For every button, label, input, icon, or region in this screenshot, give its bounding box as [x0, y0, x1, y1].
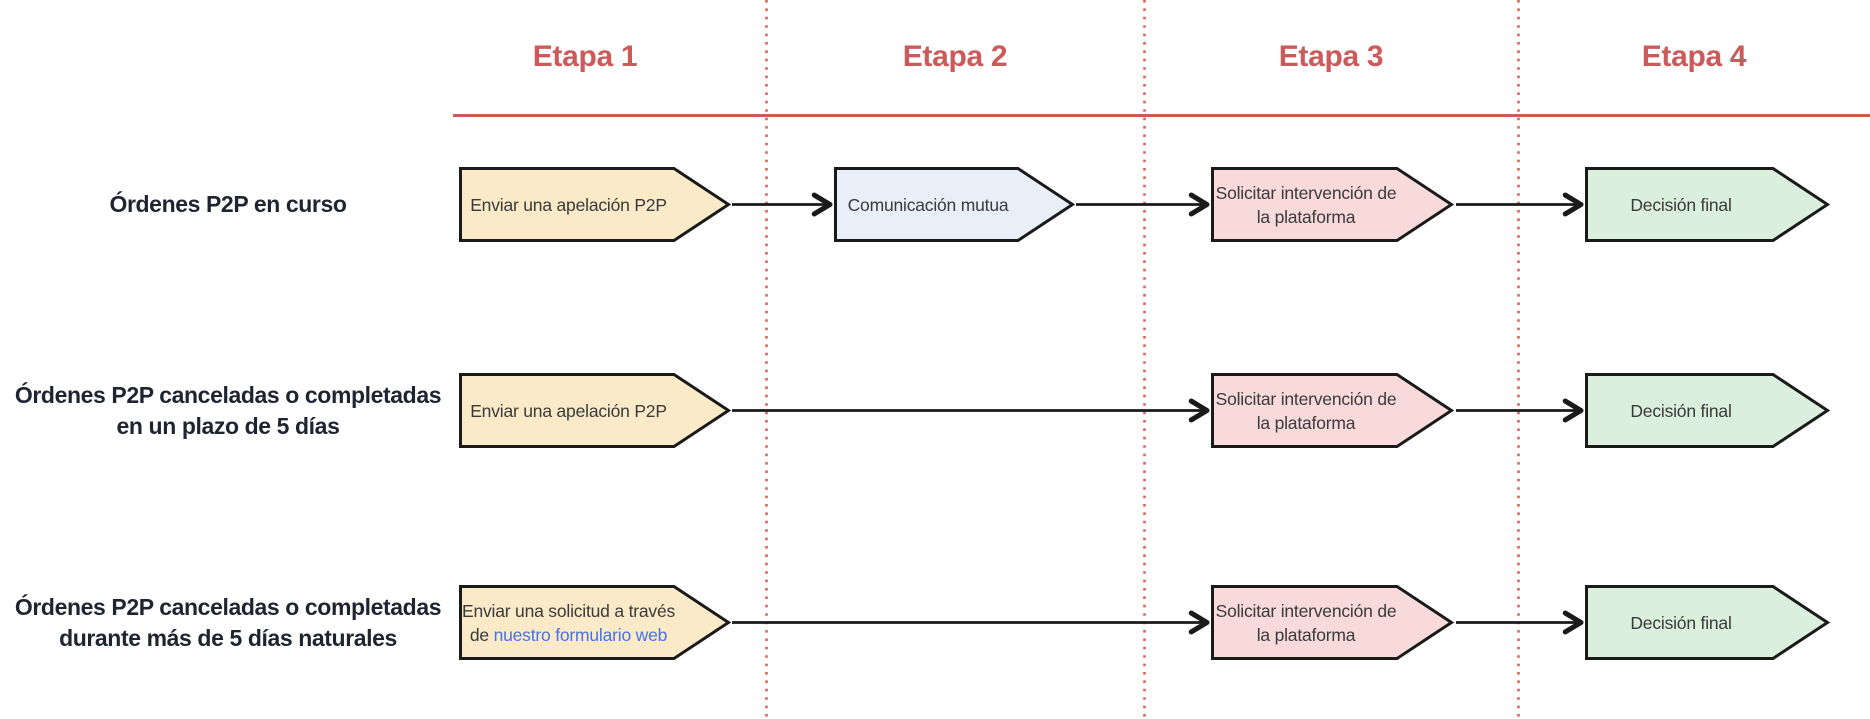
row-label-line: en un plazo de 5 días	[116, 412, 340, 439]
flow-step-decision-final: Decisión final	[1585, 373, 1831, 448]
pentagon-shape	[834, 167, 1076, 242]
node-label: Solicitar intervención de la plataforma	[1215, 182, 1397, 227]
flow-step-enviar-apelacion: Enviar una apelación P2P	[459, 167, 732, 242]
flow-step-solicitar-intervencion: Solicitar intervención de la plataforma	[1211, 167, 1455, 242]
pentagon-shape	[1211, 585, 1455, 660]
node-label: Enviar una apelación P2P	[470, 194, 667, 215]
node-label: Decisión final	[1630, 194, 1732, 215]
node-label: Decisión final	[1630, 400, 1732, 421]
pentagon-shape	[1211, 167, 1455, 242]
node-label: Solicitar intervención de la plataforma	[1215, 388, 1397, 433]
stage-header-etapa-4: Etapa 4	[1641, 40, 1747, 73]
row-label-line: Órdenes P2P canceladas o completadas	[14, 593, 442, 620]
node-label: Solicitar intervención de la plataforma	[1215, 600, 1397, 645]
row-label-canceladas-mas-5-dias: Órdenes P2P canceladas o completadas dur…	[2, 585, 454, 660]
pentagon-shape	[459, 167, 732, 242]
node-label: Decisión final	[1630, 612, 1732, 633]
row-label-canceladas-5-dias: Órdenes P2P canceladas o completadas en …	[2, 373, 454, 448]
row-label-ordenes-en-curso: Órdenes P2P en curso	[2, 167, 454, 242]
node-label: Comunicación mutua	[847, 194, 1009, 215]
web-form-link[interactable]: nuestro formulario web	[493, 624, 668, 645]
flow-step-enviar-apelacion: Enviar una apelación P2P	[459, 373, 732, 448]
pentagon-shape	[1211, 373, 1455, 448]
flow-step-solicitar-intervencion: Solicitar intervención de la plataforma	[1211, 585, 1455, 660]
stage-header-etapa-3: Etapa 3	[1278, 40, 1384, 73]
stage-header-etapa-2: Etapa 2	[902, 40, 1008, 73]
flow-step-decision-final: Decisión final	[1585, 585, 1831, 660]
flow-step-solicitar-intervencion: Solicitar intervención de la plataforma	[1211, 373, 1455, 448]
node-label: Enviar una apelación P2P	[470, 400, 667, 421]
flow-step-comunicacion-mutua: Comunicación mutua	[834, 167, 1076, 242]
flow-step-decision-final: Decisión final	[1585, 167, 1831, 242]
flow-step-enviar-solicitud: Enviar una solicitud a través de nuestro…	[459, 585, 732, 660]
link-prefix-text: de	[469, 624, 494, 645]
row-label-line: durante más de 5 días naturales	[59, 624, 397, 651]
node-label: Enviar una solicitud a través de nuestro…	[461, 600, 676, 645]
pentagon-shape	[459, 373, 732, 448]
pentagon-shape	[1585, 167, 1831, 242]
pentagon-shape	[1585, 373, 1831, 448]
pentagon-shape	[1585, 585, 1831, 660]
stage-header-etapa-1: Etapa 1	[532, 40, 638, 73]
row-label-line: Órdenes P2P canceladas o completadas	[14, 381, 442, 408]
pentagon-shape	[459, 585, 732, 660]
row-label-line: Órdenes P2P en curso	[109, 191, 347, 217]
